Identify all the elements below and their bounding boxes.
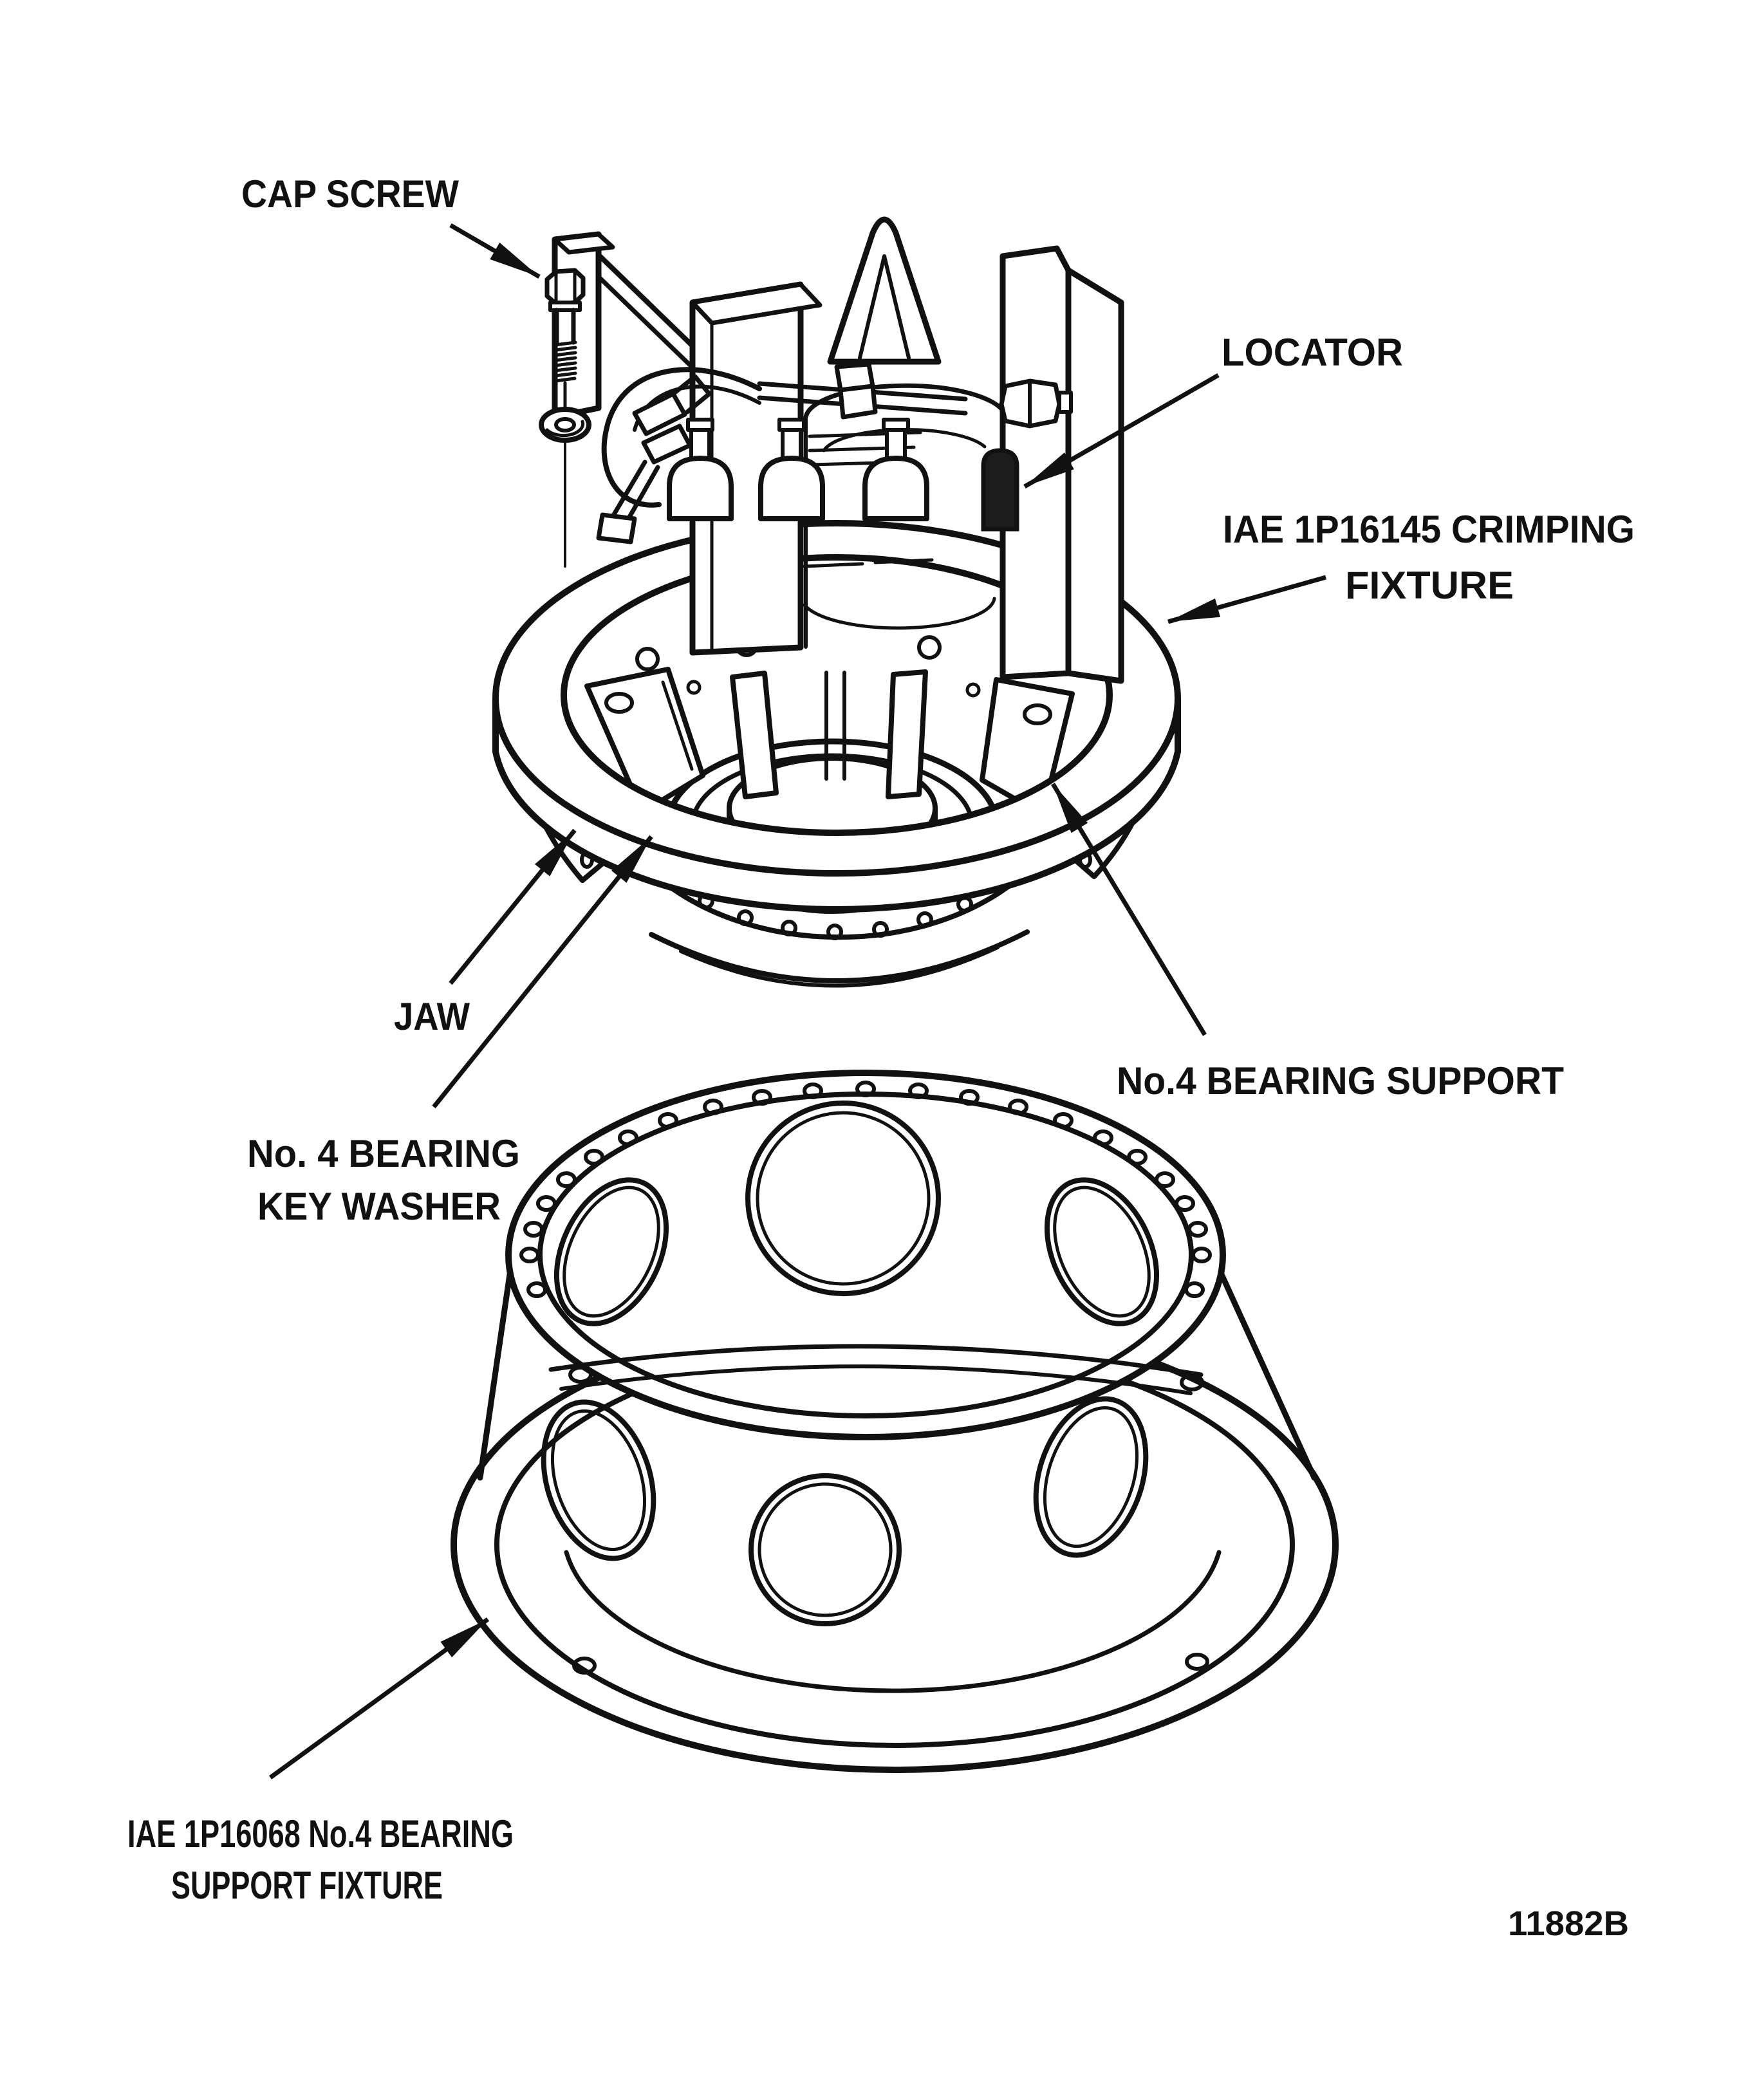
cap-screw-threads [553,340,577,383]
jaw-left-edge [661,680,694,771]
key-washer-spiral [545,420,585,438]
left-fitting-upper [632,391,687,436]
clevis-fork [671,374,712,414]
top-flange-outer [505,1070,1226,1440]
figure-number: 11882B [1508,1904,1629,1943]
key-washer-hole [554,417,576,432]
tee-fitting-lower [838,384,878,420]
leader-support-fixture [268,1617,490,1779]
label-key-washer-line2: KEY WASHER [257,1185,501,1228]
label-cap-screw: CAP SCREW [241,172,459,216]
right-post-side-panel [1065,267,1124,684]
cylinder-neck [689,427,711,460]
air-cylinders [667,418,929,521]
bottom-flange-back-rim-outer [548,1344,1204,1377]
wall-side-right [1218,1271,1317,1481]
leader-cap-screw [449,223,541,279]
leader-locator [1023,373,1220,489]
cylinder-body-right [862,456,929,521]
label-crimping-fixture-line2: FIXTURE [1345,564,1514,607]
cap-screw-illustration [539,268,591,568]
cylinder-body-left [667,456,734,521]
bottom-flange-back-rim-inner [559,1364,1193,1395]
support-lower-arc-inner [679,945,999,988]
top-flange-bolt-holes [519,1081,1212,1298]
label-support-fixture-line1: IAE 1P16068 No.4 BEARING [127,1812,514,1855]
leader-bearing-support [1051,783,1207,1036]
diag-tube-left-edge [609,460,647,521]
jaw-left-hole [604,692,634,714]
locator-rod [981,448,1019,532]
pointer-fin-inner [858,254,911,360]
cylinder-collar [882,418,910,432]
cap-screw-collar [548,301,582,312]
tube-end-collar [1057,391,1073,414]
label-support-fixture-line2: SUPPORT FIXTURE [171,1864,443,1907]
jaw-left [584,667,705,815]
label-bearing-support: No.4 BEARING SUPPORT [1117,1059,1564,1102]
crimping-fixture-illustration [492,216,1181,988]
tube-loop-outer [601,367,762,508]
leader-jaw [449,828,577,985]
hex-head-facets [554,268,577,304]
cap-screw-hex-head [544,268,586,306]
callouts: CAP SCREW LOCATOR IAE 1P16145 CRIMPING F… [127,172,1635,1943]
wall-holes-lower [541,1396,1149,1626]
label-crimping-fixture-line1: IAE 1P16145 CRIMPING [1223,508,1635,551]
left-plate-top-face [690,282,823,326]
cylinder-collar [777,418,806,432]
support-lower-arc-outer [649,929,1030,983]
left-post [552,231,602,420]
cylinder-collar [686,418,714,432]
diag-tube-end-fitting [596,512,637,544]
label-key-washer-line1: No. 4 BEARING [247,1132,520,1175]
diag-tube-right-edge [623,465,660,526]
bearing-support-fixture-illustration [451,1070,1339,1773]
pointer-fin [827,216,942,365]
wall-side-left [477,1271,513,1481]
left-post-top-face [552,232,615,255]
leader-crimping-fixture [1167,575,1326,624]
jaw-finger-left [730,671,779,799]
label-jaw: JAW [394,995,470,1038]
jaw-right-hole [1023,703,1052,725]
wall-holes-upper [553,1101,1160,1326]
label-locator: LOCATOR [1222,331,1403,374]
upper-structure [552,216,1124,684]
bottom-flange-opening-arc [564,1550,1222,1693]
leader-key-washer [432,835,653,1109]
cylinder-neck [781,427,803,460]
cylinder-body-center [758,456,825,521]
cap-screw-shank [554,308,576,345]
jaw-finger-right [886,669,928,799]
cylinder-neck [885,427,907,460]
